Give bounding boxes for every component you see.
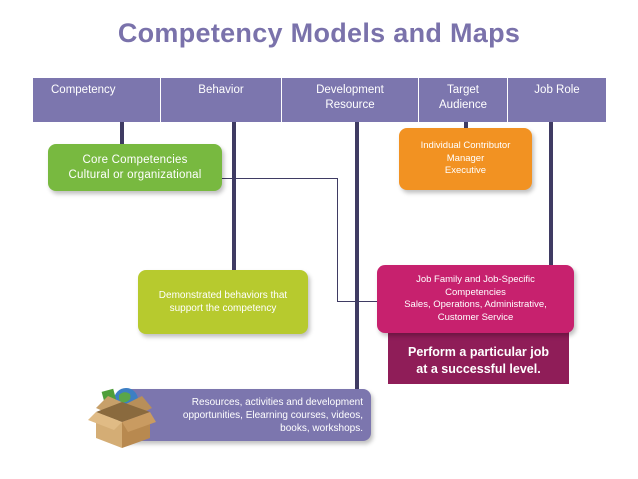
core-competencies-title: Core Competencies <box>48 153 222 168</box>
behaviors-box: Demonstrated behaviors that support the … <box>138 270 308 334</box>
header-competency-label: Competency <box>51 83 160 98</box>
target-audience-box: Individual Contributor Manager Executive <box>399 128 532 190</box>
header-audience-label: Audience <box>419 98 507 113</box>
core-competencies-subtitle: Cultural or organizational <box>48 168 222 183</box>
header-target-label: Target <box>419 83 507 98</box>
header-development-resource: Development Resource <box>281 78 418 122</box>
job-family-line-4: Customer Service <box>377 312 574 325</box>
header-competency: Competency <box>33 78 160 122</box>
behaviors-line-2: support the competency <box>138 302 308 315</box>
connector-vertical <box>337 178 338 302</box>
header-bar: Competency Behavior Development Resource… <box>33 78 606 122</box>
perform-line-2: at a successful level. <box>388 361 569 378</box>
core-competencies-box: Core Competencies Cultural or organizati… <box>48 144 222 191</box>
audience-line-executive: Executive <box>399 165 532 178</box>
header-job-role: Job Role <box>507 78 606 122</box>
perform-line-1: Perform a particular job <box>388 344 569 361</box>
header-behavior-label: Behavior <box>161 83 281 98</box>
development-column-line <box>355 122 359 390</box>
competency-column-line <box>120 122 124 144</box>
header-job-role-label: Job Role <box>508 83 606 98</box>
audience-line-individual: Individual Contributor <box>399 140 532 153</box>
perform-job-box: Perform a particular job at a successful… <box>388 324 569 384</box>
page-title: Competency Models and Maps <box>0 18 638 49</box>
behavior-column-line <box>232 122 236 272</box>
connector-horizontal-top <box>222 178 338 179</box>
open-cardboard-box-icon <box>86 378 158 450</box>
connector-horizontal-bottom <box>337 301 379 302</box>
behaviors-line-1: Demonstrated behaviors that <box>138 289 308 302</box>
job-family-line-2: Competencies <box>377 287 574 300</box>
header-development-label: Development <box>282 83 418 98</box>
audience-line-manager: Manager <box>399 153 532 166</box>
job-family-line-1: Job Family and Job-Specific <box>377 274 574 287</box>
header-behavior: Behavior <box>160 78 281 122</box>
job-family-line-3: Sales, Operations, Administrative, <box>377 299 574 312</box>
header-target-audience: Target Audience <box>418 78 507 122</box>
job-family-box: Job Family and Job-Specific Competencies… <box>377 265 574 333</box>
header-resource-label: Resource <box>282 98 418 113</box>
job-role-column-line <box>549 122 553 268</box>
